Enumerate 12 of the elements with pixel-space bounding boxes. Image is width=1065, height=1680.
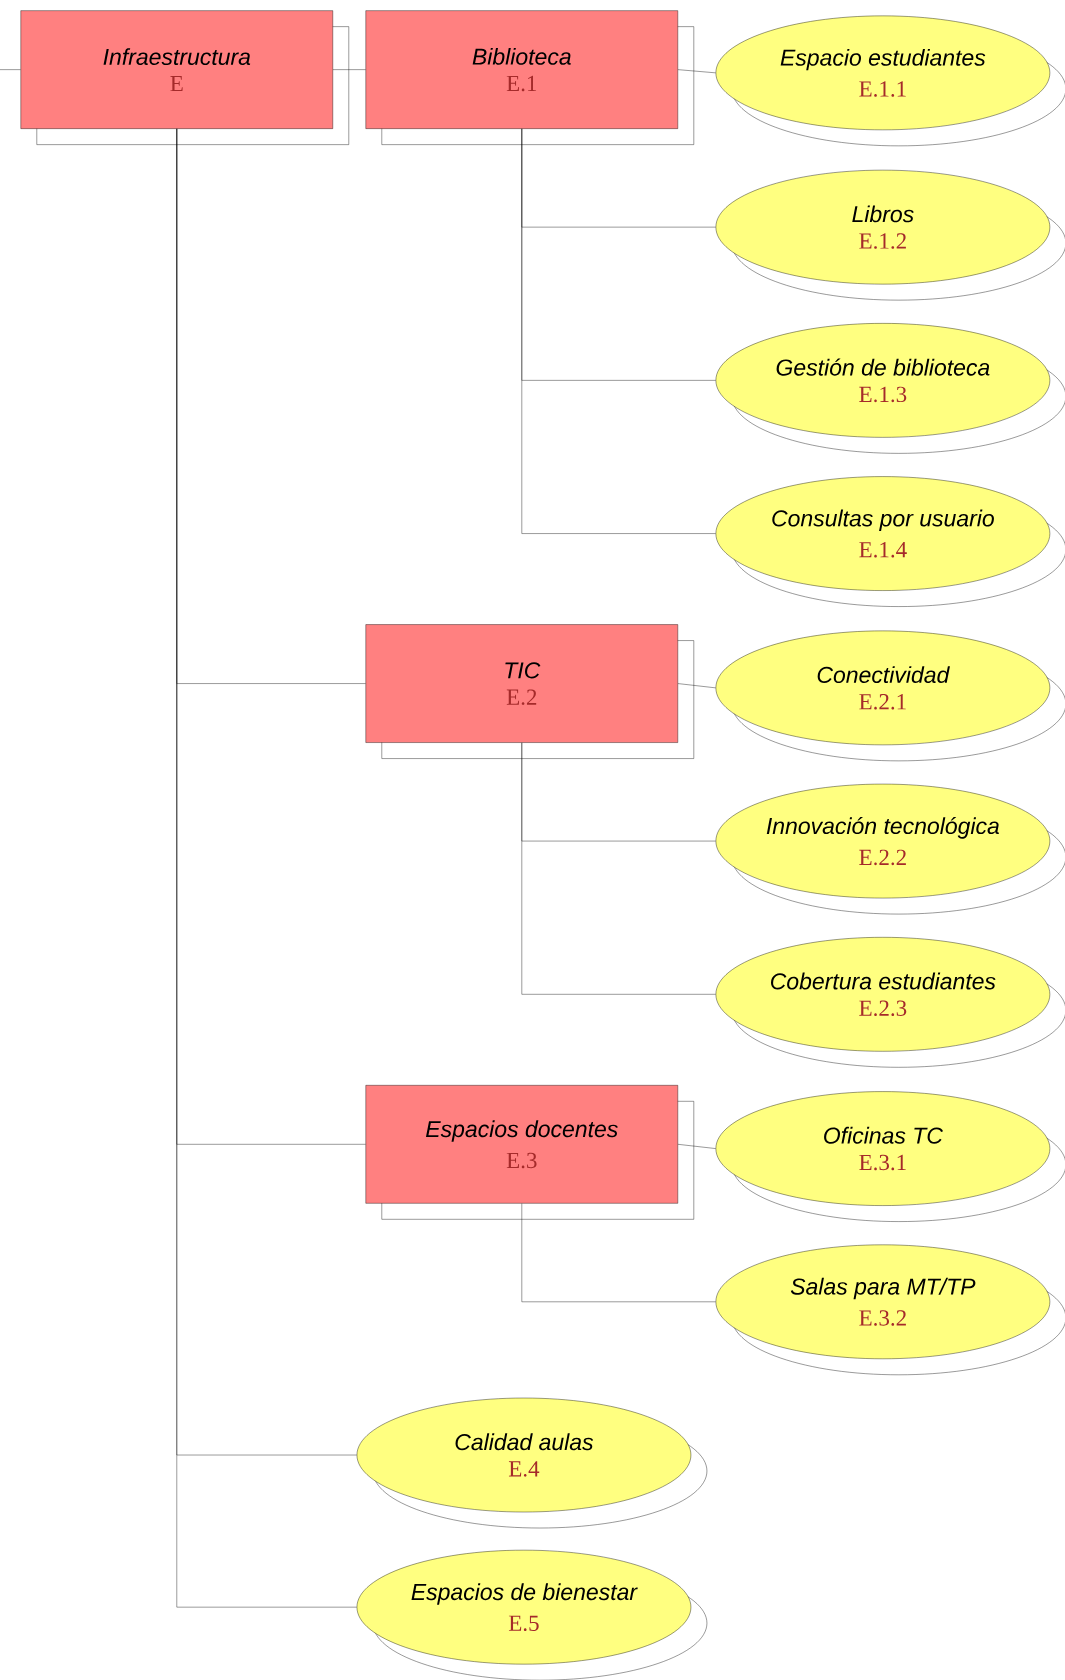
category-box: Biblioteca E.1 [365,10,694,145]
connector-line [677,1144,716,1149]
category-box: Infraestructura E [20,10,349,145]
connector-line [521,1203,716,1302]
connector-line [521,128,716,534]
category-box: TIC E.2 [365,624,694,759]
connector-line [0,69,21,70]
connector-line [521,742,716,995]
category-box: Espacios docentes E.3 [365,1085,694,1220]
connector-line [332,69,366,70]
connector-line [677,683,716,689]
connector-line [677,69,716,74]
